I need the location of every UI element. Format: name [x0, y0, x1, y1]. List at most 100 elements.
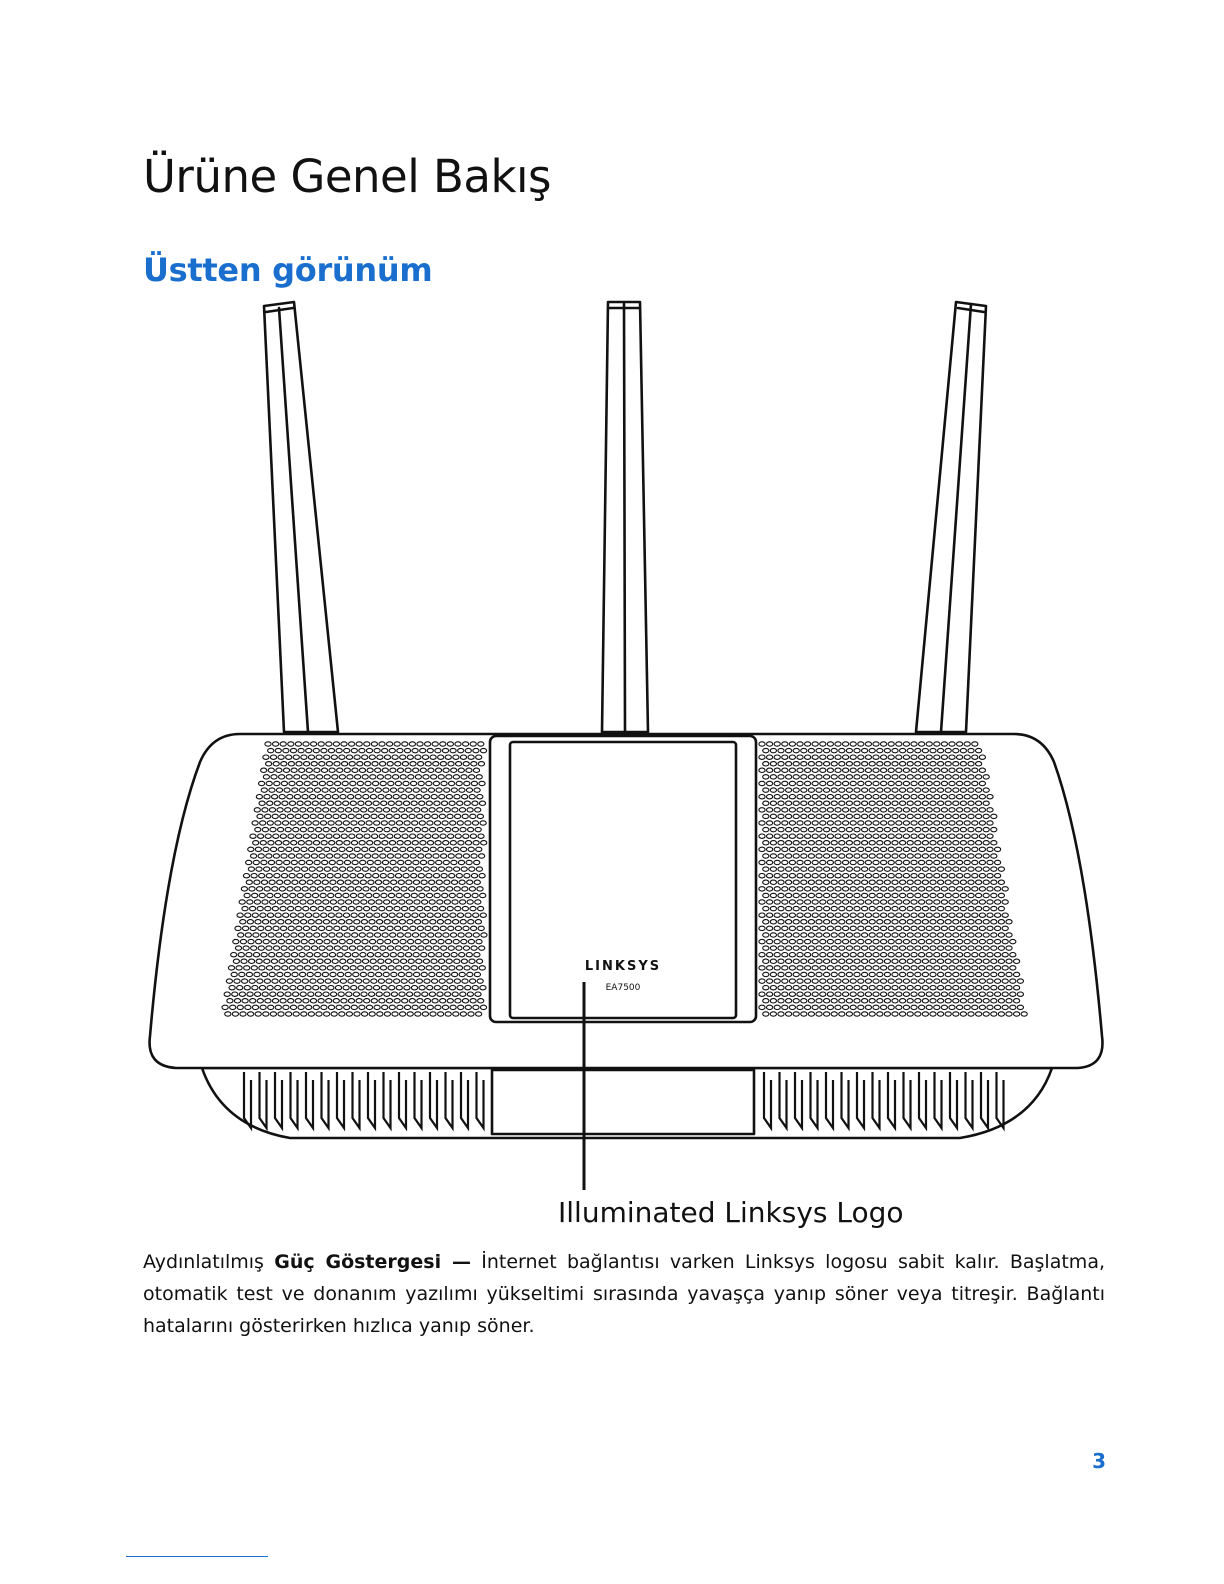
vent-hole	[906, 774, 914, 780]
cooling-fin	[335, 1072, 346, 1132]
vent-hole	[371, 780, 380, 787]
vent-hole	[341, 945, 349, 951]
vent-hole	[765, 886, 774, 892]
vent-hole	[275, 787, 284, 793]
vent-hole	[356, 872, 365, 879]
vent-hole	[940, 741, 949, 747]
vent-hole	[367, 879, 375, 886]
vent-hole	[963, 912, 971, 918]
vent-hole	[456, 820, 464, 826]
vent-hole	[404, 840, 412, 846]
vent-hole	[788, 820, 797, 826]
vent-hole	[898, 984, 907, 991]
vent-hole	[428, 991, 437, 997]
vent-hole	[263, 978, 272, 984]
vent-hole	[819, 912, 827, 918]
vent-hole	[838, 984, 846, 991]
vent-hole	[868, 892, 876, 899]
vent-hole	[347, 978, 355, 984]
vent-hole	[948, 741, 956, 747]
vent-hole	[258, 872, 266, 879]
vent-hole	[311, 872, 319, 879]
vent-hole	[344, 807, 353, 813]
vent-hole	[769, 971, 778, 978]
vent-hole	[967, 747, 975, 754]
vent-hole	[982, 984, 990, 991]
vent-hole	[921, 761, 930, 767]
vent-hole	[442, 767, 450, 774]
vent-hole	[841, 780, 850, 787]
vent-hole	[266, 892, 274, 899]
vent-hole	[883, 932, 892, 938]
vent-hole	[343, 1004, 351, 1011]
vent-hole	[274, 984, 282, 991]
vent-hole	[318, 780, 327, 787]
vent-hole	[811, 780, 819, 787]
vent-hole	[456, 892, 464, 899]
vent-hole	[231, 991, 239, 997]
vent-hole	[337, 807, 345, 813]
vent-hole	[830, 919, 838, 925]
vent-hole	[331, 958, 339, 965]
vent-hole	[267, 840, 275, 846]
vent-hole	[458, 879, 466, 886]
vent-hole	[322, 991, 330, 997]
vent-hole	[883, 919, 892, 925]
vent-hole	[781, 912, 789, 918]
vent-hole	[765, 807, 774, 813]
vent-hole	[967, 919, 975, 925]
vent-hole	[838, 892, 846, 899]
vent-hole	[362, 813, 371, 820]
cooling-fin	[902, 1072, 912, 1132]
vent-hole	[357, 800, 365, 807]
vent-hole	[356, 761, 364, 767]
router-top-view-illustration: LINKSYS EA7500	[140, 292, 1110, 1240]
vent-hole	[348, 833, 356, 839]
vent-hole	[348, 945, 357, 951]
vent-hole	[857, 978, 865, 984]
page-title: Ürüne Genel Bakış	[143, 150, 552, 203]
vent-hole	[316, 886, 325, 892]
vent-hole	[333, 853, 341, 859]
vent-hole	[822, 971, 831, 978]
vent-hole	[929, 826, 937, 833]
vent-hole	[792, 800, 800, 807]
vent-hole	[353, 938, 362, 945]
vent-hole	[864, 965, 873, 971]
vent-hole	[457, 859, 466, 866]
vent-hole	[826, 938, 835, 945]
vent-hole	[314, 971, 322, 978]
vent-hole	[478, 965, 486, 971]
vent-hole	[784, 945, 793, 951]
vent-hole	[986, 978, 994, 984]
vent-hole	[891, 813, 899, 820]
vent-hole	[906, 971, 914, 978]
vent-hole	[967, 892, 975, 899]
vent-hole	[418, 892, 426, 899]
vent-hole	[420, 971, 428, 978]
vent-hole	[364, 800, 373, 807]
vent-hole	[448, 800, 456, 807]
vent-hole	[906, 800, 914, 807]
vent-hole	[244, 932, 252, 938]
vent-hole	[452, 938, 460, 945]
vent-hole	[891, 761, 899, 767]
vent-hole	[917, 767, 926, 774]
vent-hole	[410, 965, 418, 971]
vent-hole	[385, 998, 394, 1004]
vent-hole	[479, 820, 487, 826]
vent-hole	[266, 912, 275, 918]
vent-hole	[367, 991, 376, 997]
vent-hole	[404, 932, 412, 938]
vent-hole	[876, 826, 884, 833]
vent-hole	[857, 965, 865, 971]
vent-hole	[876, 879, 884, 886]
vent-hole	[284, 919, 293, 925]
vent-hole	[792, 1011, 800, 1017]
vent-hole	[898, 826, 907, 833]
vent-hole	[910, 872, 918, 879]
vent-hole	[304, 800, 312, 807]
vent-hole	[929, 1011, 937, 1017]
vent-hole	[845, 774, 854, 780]
vent-hole	[811, 1004, 819, 1011]
